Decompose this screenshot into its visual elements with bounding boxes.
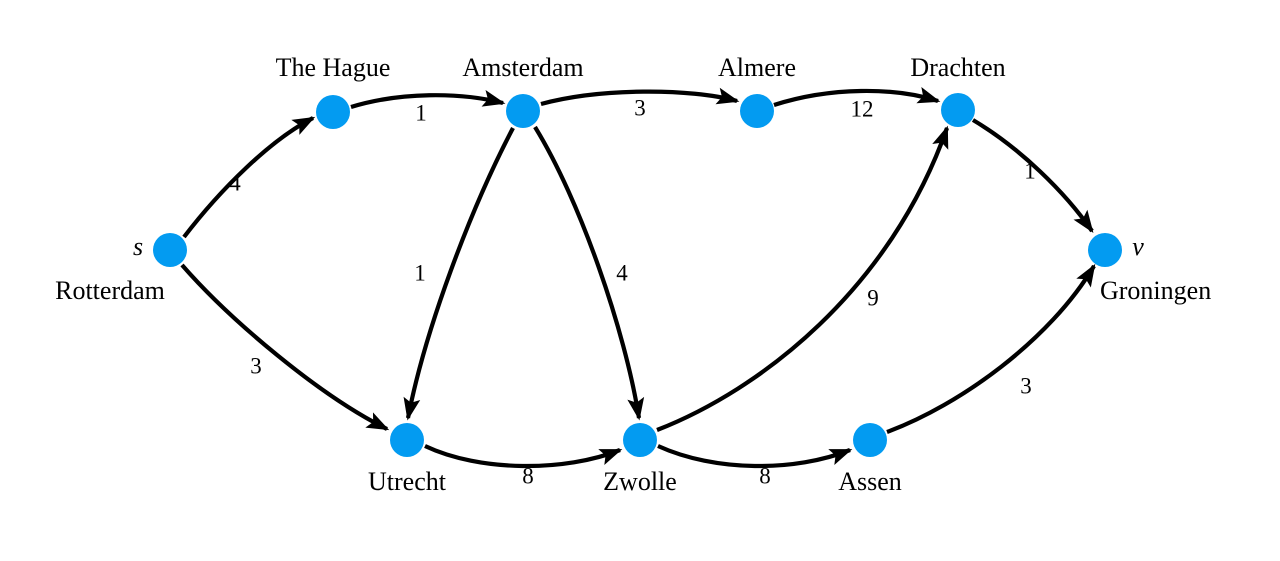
node-label-assen: Assen — [838, 467, 902, 496]
node-labels-layer: Rotterdam s The Hague Amsterdam Almere Dracht… — [55, 53, 1211, 496]
graph-node-utrecht[interactable] — [390, 423, 424, 457]
graph-node-groningen[interactable] — [1088, 233, 1122, 267]
edges-layer — [180, 87, 1096, 469]
edge-arrowhead — [916, 87, 941, 104]
graph-edge — [657, 444, 853, 469]
edge-arrowhead — [403, 396, 421, 421]
graph-edge — [350, 90, 506, 110]
graph-edge — [773, 87, 941, 107]
edge-arrowhead — [1076, 263, 1096, 288]
edge-weight-label: 3 — [250, 353, 262, 378]
edge-weight-label: 4 — [616, 260, 628, 285]
edge-line — [424, 444, 621, 469]
node-label-almere: Almere — [718, 53, 796, 82]
edge-line — [773, 88, 939, 107]
graph-node-zwolle[interactable] — [623, 423, 657, 457]
graph-node-assen[interactable] — [853, 423, 887, 457]
edge-line — [405, 127, 515, 419]
edge-weight-label: 8 — [522, 463, 534, 488]
node-label-zwolle: Zwolle — [603, 467, 677, 496]
edge-line — [180, 263, 388, 431]
edge-weight-label: 3 — [1020, 373, 1032, 398]
node-tag-groningen: v — [1132, 232, 1144, 261]
edge-weight-label: 4 — [229, 170, 241, 195]
edge-arrowhead — [481, 90, 506, 107]
edge-arrowhead — [598, 449, 623, 466]
graph-edge — [180, 263, 390, 431]
edge-arrowhead — [365, 412, 390, 431]
edge-arrowhead — [715, 87, 740, 105]
graph-edge — [886, 263, 1096, 434]
graph-edge — [424, 444, 623, 469]
edge-line — [971, 118, 1094, 233]
node-label-drachten: Drachten — [910, 53, 1005, 82]
edge-arrowhead — [291, 116, 316, 135]
edge-arrowhead — [932, 125, 949, 150]
edge-weight-label: 1 — [414, 260, 426, 285]
edge-arrowhead — [828, 449, 853, 466]
graph-node-rotterdam[interactable] — [153, 233, 187, 267]
graph-edge — [182, 116, 316, 239]
graph-node-drachten[interactable] — [941, 93, 975, 127]
edge-arrowhead — [627, 396, 645, 421]
graph-edge — [540, 87, 740, 107]
graph-edge — [403, 127, 515, 421]
edge-line — [533, 125, 642, 419]
edge-weight-label: 1 — [415, 100, 427, 125]
edge-weight-label: 12 — [851, 96, 874, 121]
edge-line — [657, 444, 851, 469]
edge-line — [182, 116, 314, 239]
edge-weight-label: 9 — [867, 285, 879, 310]
edge-line — [540, 89, 738, 107]
graph-node-almere[interactable] — [740, 94, 774, 128]
node-label-rotterdam: Rotterdam — [55, 276, 165, 305]
edge-line — [350, 93, 504, 110]
edge-weight-label: 8 — [759, 463, 771, 488]
edge-weight-label: 1 — [1024, 158, 1036, 183]
graph-edge — [971, 118, 1094, 234]
graph-edge — [656, 125, 949, 432]
graph-node-thehague[interactable] — [316, 95, 350, 129]
edge-line — [886, 264, 1096, 434]
edge-line — [656, 127, 949, 432]
edge-weight-label: 3 — [634, 95, 646, 120]
node-label-utrecht: Utrecht — [368, 467, 447, 496]
graph-node-amsterdam[interactable] — [506, 94, 540, 128]
graph-edge — [533, 125, 645, 421]
edge-weights-layer: 4 1 3 12 1 3 1 4 8 8 9 3 — [229, 95, 1036, 488]
edge-arrowhead — [1073, 209, 1094, 234]
node-label-groningen: Groningen — [1100, 276, 1211, 305]
node-label-amsterdam: Amsterdam — [462, 53, 583, 82]
node-tag-rotterdam: s — [133, 232, 143, 261]
nodes-layer — [153, 93, 1122, 457]
node-label-thehague: The Hague — [276, 53, 391, 82]
